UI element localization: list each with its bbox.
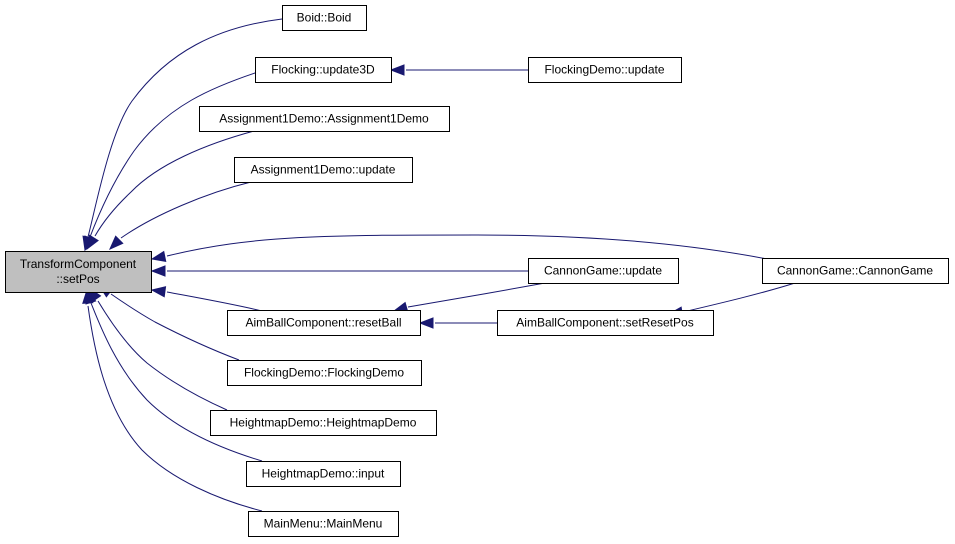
edge-aim_resetball-to-tc_setpos bbox=[150, 286, 263, 312]
edge-line bbox=[87, 305, 263, 512]
edge-line bbox=[97, 300, 228, 411]
nodes-layer: TransformComponent::setPos Boid::BoidFloc… bbox=[5, 5, 949, 537]
node-label: TransformComponent bbox=[20, 257, 137, 271]
node-box[interactable] bbox=[255, 57, 392, 83]
node-hm-input[interactable]: HeightmapDemo::input bbox=[246, 461, 401, 487]
edges-layer bbox=[82, 18, 796, 512]
edge-cannongame_update-to-aim_resetball bbox=[392, 282, 546, 313]
node-flocking-update3d[interactable]: Flocking::update3D bbox=[255, 57, 392, 83]
node-label: MainMenu::MainMenu bbox=[264, 517, 383, 531]
edge-flockingdemo_ctor-to-tc_setpos bbox=[97, 284, 240, 361]
arrowhead-icon bbox=[82, 288, 94, 304]
edge-line bbox=[94, 130, 255, 237]
arrowhead-icon bbox=[389, 64, 405, 76]
node-box[interactable] bbox=[199, 106, 450, 132]
node-box[interactable] bbox=[762, 258, 949, 284]
node-flockingdemo-update[interactable]: FlockingDemo::update bbox=[528, 57, 682, 83]
arrowhead-icon bbox=[86, 234, 99, 251]
edge-line bbox=[120, 181, 252, 239]
node-label: CannonGame::CannonGame bbox=[777, 264, 933, 278]
node-tc-setpos[interactable]: TransformComponent::setPos bbox=[5, 251, 152, 293]
edge-line bbox=[682, 282, 796, 313]
node-label: FlockingDemo::FlockingDemo bbox=[244, 366, 404, 380]
edge-a1_ctor-to-tc_setpos bbox=[86, 130, 255, 251]
node-label: Assignment1Demo::Assignment1Demo bbox=[219, 112, 429, 126]
node-box[interactable] bbox=[497, 310, 714, 336]
edge-cannongame_update-to-tc_setpos bbox=[150, 265, 529, 277]
edge-line bbox=[110, 293, 240, 361]
node-box[interactable] bbox=[227, 360, 422, 386]
node-label: Flocking::update3D bbox=[271, 63, 375, 77]
node-aim-resetball[interactable]: AimBallComponent::resetBall bbox=[227, 310, 421, 336]
node-box[interactable] bbox=[227, 310, 421, 336]
edge-flockingdemo_update-to-flocking_update3d bbox=[389, 64, 528, 76]
arrowhead-icon bbox=[150, 286, 167, 298]
arrowhead-icon bbox=[150, 250, 167, 262]
node-cannongame-update[interactable]: CannonGame::update bbox=[528, 258, 679, 284]
arrowhead-icon bbox=[150, 265, 166, 277]
node-box[interactable] bbox=[5, 251, 152, 293]
node-mainmenu-ctor[interactable]: MainMenu::MainMenu bbox=[248, 511, 399, 537]
edge-line bbox=[166, 291, 263, 312]
node-boid-boid[interactable]: Boid::Boid bbox=[282, 5, 367, 31]
node-label: Boid::Boid bbox=[297, 11, 352, 25]
node-label: ::setPos bbox=[56, 272, 99, 286]
node-label: HeightmapDemo::HeightmapDemo bbox=[230, 416, 417, 430]
node-hm-ctor[interactable]: HeightmapDemo::HeightmapDemo bbox=[210, 410, 437, 436]
node-box[interactable] bbox=[234, 157, 413, 183]
node-label: FlockingDemo::update bbox=[544, 63, 664, 77]
node-flockingdemo-ctor[interactable]: FlockingDemo::FlockingDemo bbox=[227, 360, 422, 386]
edge-line bbox=[166, 234, 768, 260]
edge-hm_ctor-to-tc_setpos bbox=[88, 286, 228, 411]
node-box[interactable] bbox=[528, 57, 682, 83]
edge-aim_setresetpos-to-aim_resetball bbox=[418, 317, 497, 329]
node-a1-ctor[interactable]: Assignment1Demo::Assignment1Demo bbox=[199, 106, 450, 132]
edge-line bbox=[90, 302, 263, 462]
node-aim-setresetpos[interactable]: AimBallComponent::setResetPos bbox=[497, 310, 714, 336]
node-label: Assignment1Demo::update bbox=[251, 163, 396, 177]
node-cannongame-ctor[interactable]: CannonGame::CannonGame bbox=[762, 258, 949, 284]
edge-mainmenu_ctor-to-tc_setpos bbox=[82, 288, 263, 512]
node-label: CannonGame::update bbox=[544, 264, 662, 278]
arrowhead-icon bbox=[109, 235, 124, 250]
node-a1-update[interactable]: Assignment1Demo::update bbox=[234, 157, 413, 183]
edge-a1_update-to-tc_setpos bbox=[109, 181, 252, 250]
node-box[interactable] bbox=[528, 258, 679, 284]
node-label: AimBallComponent::resetBall bbox=[245, 316, 401, 330]
node-box[interactable] bbox=[282, 5, 367, 31]
edge-cannongame_ctor-to-tc_setpos bbox=[150, 234, 768, 262]
node-box[interactable] bbox=[210, 410, 437, 436]
edge-line bbox=[89, 70, 262, 238]
node-label: AimBallComponent::setResetPos bbox=[516, 316, 693, 330]
node-box[interactable] bbox=[246, 461, 401, 487]
edge-boid_boid-to-tc_setpos bbox=[82, 18, 283, 252]
edge-line bbox=[407, 282, 546, 308]
edge-line bbox=[87, 18, 283, 238]
arrowhead-icon bbox=[418, 317, 434, 329]
node-label: HeightmapDemo::input bbox=[262, 467, 385, 481]
node-box[interactable] bbox=[248, 511, 399, 537]
